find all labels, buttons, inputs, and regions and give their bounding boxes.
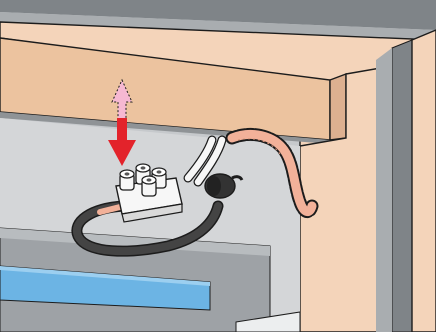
right-frame-strip: [392, 40, 412, 332]
cable-grommet-face: [207, 176, 221, 196]
right-frame-inner: [376, 48, 392, 332]
terminal-post-4: [142, 176, 156, 196]
terminal-post-1: [120, 170, 134, 190]
outer-right-edge: [412, 30, 436, 332]
wooden-beam-end: [330, 74, 346, 140]
